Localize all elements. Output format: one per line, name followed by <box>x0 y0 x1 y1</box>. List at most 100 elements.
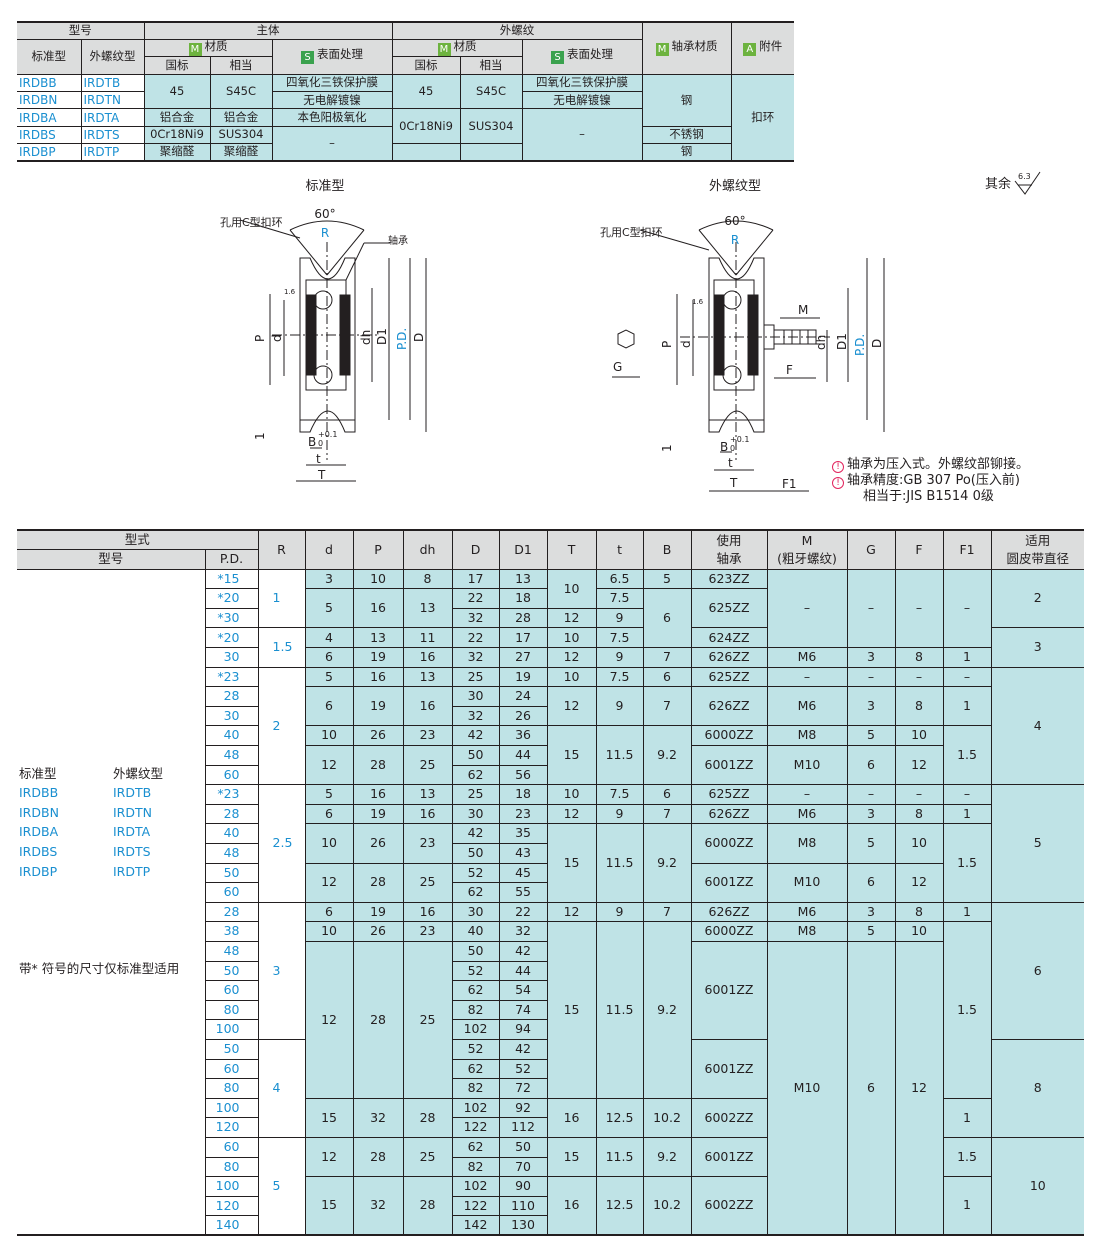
dim-cell: 23 <box>402 725 453 747</box>
dim-cell: M10 <box>766 862 848 903</box>
notes: !轴承为压入式。外螺纹部铆接。 !轴承精度:GB 307 Po(压入前) 相当于… <box>832 457 1029 505</box>
pd-cell: *23 <box>205 784 259 805</box>
dim-cell: 28 <box>498 607 548 629</box>
dim-cell: 7.5 <box>595 627 644 649</box>
dim-cell: 1 <box>942 803 992 825</box>
dim-cell: M6 <box>766 686 848 727</box>
dim-cell: 25 <box>402 745 453 786</box>
dim-cell: 6000ZZ <box>690 725 768 747</box>
dim-cell: 42 <box>498 1038 548 1060</box>
ext-d: d <box>679 340 693 348</box>
bearing-material-cell: 不锈钢 <box>641 125 732 145</box>
dim-cell: 1 <box>942 1097 992 1138</box>
ext-B: B <box>720 440 728 454</box>
std-ring-label: 孔用C型扣环 <box>220 215 283 229</box>
dim-cell: 7.5 <box>595 666 644 688</box>
dim-cell: – <box>846 568 896 649</box>
s-tag-icon: S <box>301 51 314 65</box>
dim-cell: 62 <box>451 980 500 1001</box>
dim-cell: 1 <box>257 568 306 629</box>
dim-cell: 1.5 <box>942 725 992 786</box>
ext-tol-up: +0.1 <box>730 435 749 444</box>
technical-drawings: 标准型 外螺纹型 其余 6.3 孔用C型扣环 轴承 60° <box>220 171 1041 492</box>
ext-F1: F1 <box>782 477 797 491</box>
dim-cell: 82 <box>451 1078 500 1099</box>
dim-cell: 9 <box>595 607 644 629</box>
dim-cell: 19 <box>352 647 404 668</box>
dim-cell: M6 <box>766 647 848 668</box>
dim-cell: 6 <box>304 647 354 668</box>
dim-cell: M6 <box>766 901 848 923</box>
ext-tol-lo: 0 <box>730 444 735 453</box>
dim-cell: 42 <box>498 940 548 962</box>
dim-cell: 7.5 <box>595 784 644 805</box>
dim-cell: – <box>766 784 848 805</box>
bearing-material-cell: 钢 <box>641 73 732 127</box>
ext-wheel-drawing <box>612 220 885 492</box>
info-icon: ! <box>832 461 844 473</box>
dim-cell: 3 <box>257 901 306 1040</box>
material-cell: 0Cr18Ni9 <box>143 125 211 145</box>
dim-cell: 2 <box>990 568 1085 629</box>
dim-cell: 43 <box>498 843 548 864</box>
dim-cell: 23 <box>402 823 453 864</box>
material-cell: 铝合金 <box>209 108 273 127</box>
pd-cell: *15 <box>204 568 259 590</box>
dim-cell: 9 <box>595 803 644 825</box>
dim-cell: 6001ZZ <box>690 1136 768 1178</box>
dim-cell: 54 <box>498 980 548 1001</box>
dim-cell: 4 <box>257 1038 306 1138</box>
dim-cell: 94 <box>498 1019 548 1040</box>
pd-cell: 140 <box>205 1215 259 1236</box>
dim-cell: 10 <box>990 1136 1085 1236</box>
dim-cell: 15 <box>546 823 597 903</box>
dim-cell: 28 <box>402 1097 453 1138</box>
dim-cell: – <box>942 784 992 805</box>
std-wheel-drawing <box>239 219 427 482</box>
dim-cell: 15 <box>304 1176 354 1236</box>
material-cell: SUS304 <box>459 108 523 145</box>
dim-cell: 1 <box>942 901 992 923</box>
dim-cell: 26 <box>498 705 548 727</box>
material-cell: S45C <box>209 73 273 110</box>
pd-cell: 28 <box>205 686 259 707</box>
header-equiv: 相当 <box>459 56 522 75</box>
header-R: R <box>257 529 306 570</box>
std-title: 标准型 <box>305 179 344 194</box>
model-ext: IRDTB <box>80 73 145 93</box>
dim-cell: 13 <box>402 588 453 629</box>
dim-cell: 26 <box>352 921 404 942</box>
accessory-cell: 扣环 <box>730 73 795 162</box>
header-gb: 国标 <box>391 56 461 75</box>
dim-cell: 12 <box>546 901 597 923</box>
ext-PD: P.D. <box>853 334 867 356</box>
dim-cell: 9.2 <box>642 725 692 786</box>
pd-cell: *20 <box>205 588 259 609</box>
dim-cell: 1 <box>942 1176 992 1236</box>
dim-cell: 50 <box>451 745 500 766</box>
surface-cell: 四氧化三铁保护膜 <box>521 73 643 93</box>
dim-cell: 102 <box>451 1176 500 1197</box>
dim-cell: 5 <box>990 784 1085 903</box>
dim-cell: 15 <box>546 725 597 786</box>
dim-cell: 32 <box>451 647 500 668</box>
dim-cell: 626ZZ <box>690 803 768 825</box>
dim-cell: 56 <box>498 764 548 786</box>
pd-cell: 120 <box>205 1117 259 1138</box>
dim-cell: 32 <box>352 1176 404 1236</box>
dim-cell: 6.5 <box>595 568 644 590</box>
dim-cell: 626ZZ <box>690 647 768 668</box>
pd-cell: 50 <box>205 960 259 982</box>
dim-cell: 5 <box>304 588 354 629</box>
roughness-value: 6.3 <box>1018 172 1031 181</box>
pd-cell: 30 <box>205 705 259 727</box>
dim-cell: 10.2 <box>642 1097 692 1138</box>
